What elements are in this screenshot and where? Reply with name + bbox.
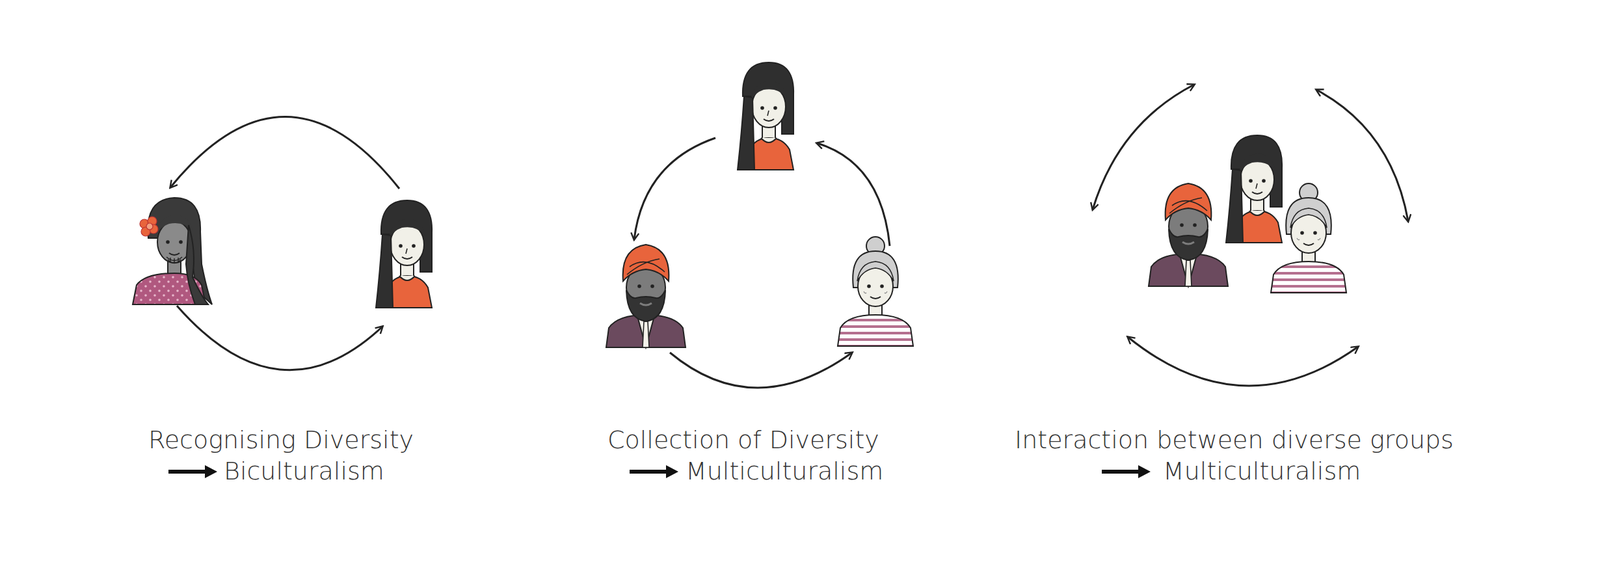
caption-text: Collection of Diversity	[607, 426, 880, 454]
caption-text: Multiculturalism	[1162, 457, 1361, 486]
caption-text: Interaction between diverse groups	[1014, 426, 1454, 454]
caption-text: Recognising Diversity	[148, 426, 414, 454]
caption-text: Biculturalism	[223, 457, 385, 486]
panel-interaction	[1092, 84, 1409, 386]
caption-text: Multiculturalism	[685, 457, 884, 486]
panel-collection	[606, 62, 914, 388]
panel-biculturalism	[132, 116, 432, 370]
